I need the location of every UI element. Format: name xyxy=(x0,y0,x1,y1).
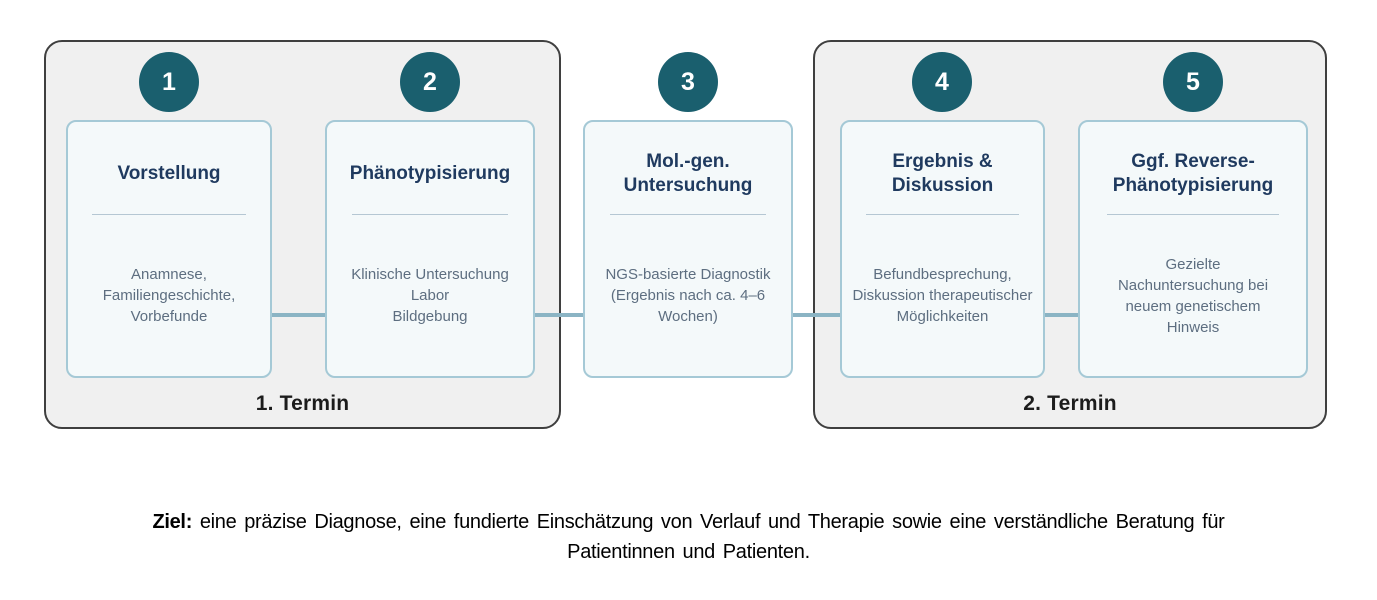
step-1-number-badge: 1 xyxy=(139,52,199,112)
step-1-card: Vorstellung Anamnese, Familiengeschichte… xyxy=(66,120,272,378)
step-5-divider xyxy=(1107,214,1279,215)
connector-step2-step3 xyxy=(533,313,585,317)
connector-step3-step4 xyxy=(791,313,842,317)
step-3-card: Mol.-gen. Untersuchung NGS-basierte Diag… xyxy=(583,120,793,378)
step-2-number-badge: 2 xyxy=(400,52,460,112)
step-4-title: Ergebnis & Diskussion xyxy=(891,151,994,196)
step-2-divider xyxy=(351,214,509,215)
step-5-card: Ggf. Reverse- Phänotypisierung Gezielte … xyxy=(1078,120,1308,378)
step-4-card: Ergebnis & Diskussion Befundbesprechung,… xyxy=(840,120,1045,378)
step-1-description: Anamnese, Familiengeschichte, Vorbefunde xyxy=(102,266,236,325)
step-1-divider xyxy=(92,214,246,215)
group-termin-2-label: 2. Termin xyxy=(1023,392,1117,415)
step-5-number-badge: 5 xyxy=(1163,52,1223,112)
step-3-number: 3 xyxy=(681,67,695,96)
step-4-description: Befundbesprechung, Diskussion therapeuti… xyxy=(852,266,1033,325)
step-1-title: Vorstellung xyxy=(117,163,221,185)
step-2-description: Klinische Untersuchung Labor Bildgebung xyxy=(351,266,509,325)
step-4-number-badge: 4 xyxy=(912,52,972,112)
step-2-number: 2 xyxy=(423,67,437,96)
connector-step1-step2 xyxy=(270,313,328,317)
step-5-title: Ggf. Reverse- Phänotypisierung xyxy=(1112,151,1274,196)
step-3-number-badge: 3 xyxy=(658,52,718,112)
step-1-number: 1 xyxy=(162,67,176,96)
connector-step4-step5 xyxy=(1043,313,1081,317)
goal-statement: Ziel: eine präzise Diagnose, eine fundie… xyxy=(0,507,1377,567)
step-2-card: Phänotypisierung Klinische Untersuchung … xyxy=(325,120,535,378)
group-termin-1-label: 1. Termin xyxy=(255,392,350,415)
step-5-description: Gezielte Nachuntersuchung bei neuem gene… xyxy=(1117,255,1269,336)
goal-text: eine präzise Diagnose, eine fundierte Ei… xyxy=(199,511,1225,563)
step-3-title: Mol.-gen. Untersuchung xyxy=(623,151,753,196)
goal-label: Ziel: xyxy=(152,511,193,533)
step-4-number: 4 xyxy=(935,67,949,96)
step-2-title: Phänotypisierung xyxy=(349,163,511,185)
step-3-description: NGS-basierte Diagnostik (Ergebnis nach c… xyxy=(605,266,771,325)
step-5-number: 5 xyxy=(1186,67,1200,96)
step-4-divider xyxy=(866,214,1019,215)
step-3-divider xyxy=(609,214,767,215)
